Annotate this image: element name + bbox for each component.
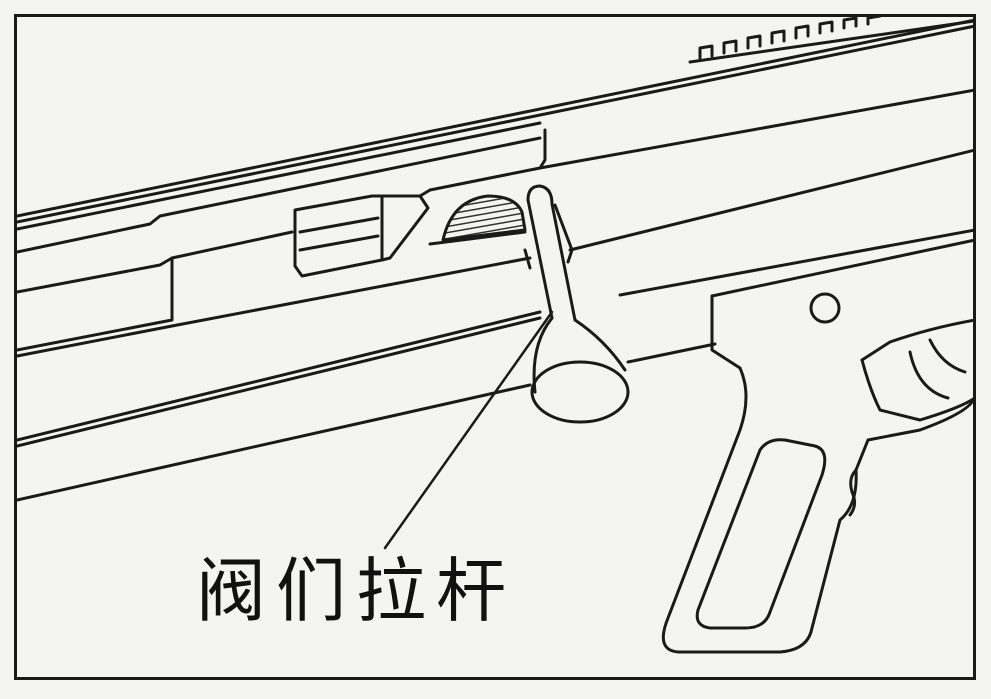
bolt-handle-label: 阀们拉杆 [196,550,516,632]
receiver-pin [809,292,841,324]
bolt-carrier-block [293,188,432,278]
bolt-cocking-piece [428,194,527,246]
callout-leader-line [383,310,554,550]
receiver-top-rail [17,17,973,231]
receiver-body [17,88,973,502]
bolt-handle [523,184,630,424]
pistol-grip [661,318,973,654]
figure-frame [14,14,976,680]
